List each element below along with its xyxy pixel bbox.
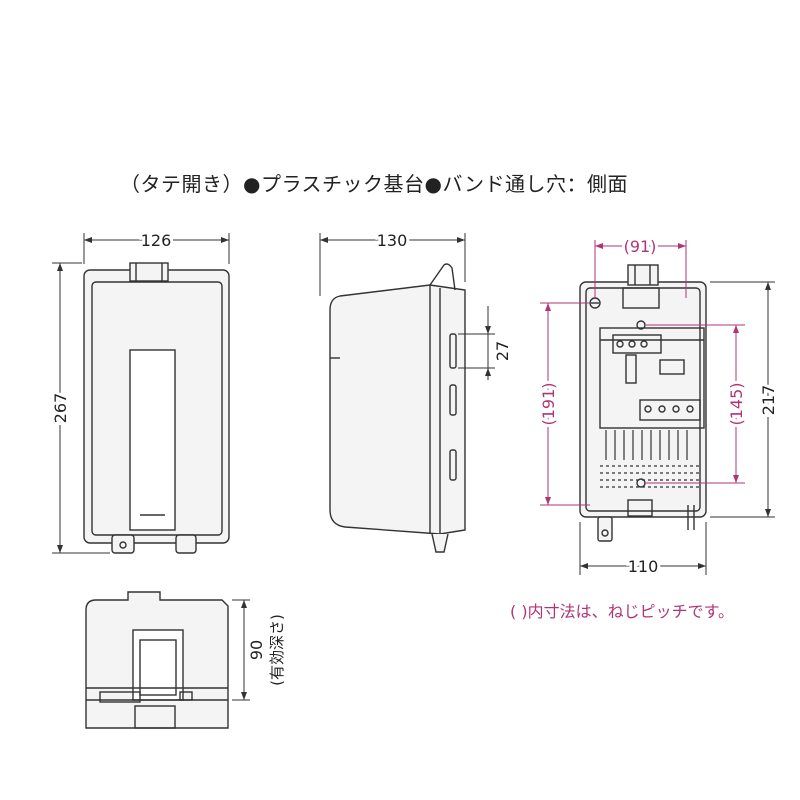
back-pitch-width-label: (91) [624, 237, 657, 256]
front-height-label: 267 [51, 393, 70, 424]
dimension-labels: 126 267 130 27 217 110 90 (有効深さ) [48, 228, 781, 686]
vent-slots [600, 430, 700, 488]
side-slot-label: 27 [493, 341, 512, 361]
bottom-depth-note: (有効深さ) [268, 614, 286, 686]
bottom-depth-label: 90 [247, 640, 266, 660]
back-view [579, 264, 707, 542]
back-pitch-height-label: (191) [539, 382, 558, 425]
front-width-label: 126 [141, 231, 172, 250]
front-view [83, 262, 230, 554]
pitch-arrowheads [545, 243, 739, 505]
pitch-labels: (91) (191) (145) [536, 234, 749, 429]
side-width-label: 130 [377, 231, 408, 250]
arrowheads [57, 237, 771, 700]
figure-caption: （タテ開き）●プラスチック基台●バンド通し穴：側面 [120, 172, 629, 196]
back-width-label: 110 [628, 557, 659, 576]
side-view [329, 263, 466, 553]
pitch-dimension-lines [540, 240, 745, 506]
bottom-view [85, 591, 229, 729]
back-height-label: 217 [759, 385, 778, 416]
pitch-note: ( )内寸法は、ねじピッチです。 [510, 602, 734, 621]
back-inner-pitch-label: (145) [727, 382, 746, 425]
dimension-lines [52, 233, 775, 701]
